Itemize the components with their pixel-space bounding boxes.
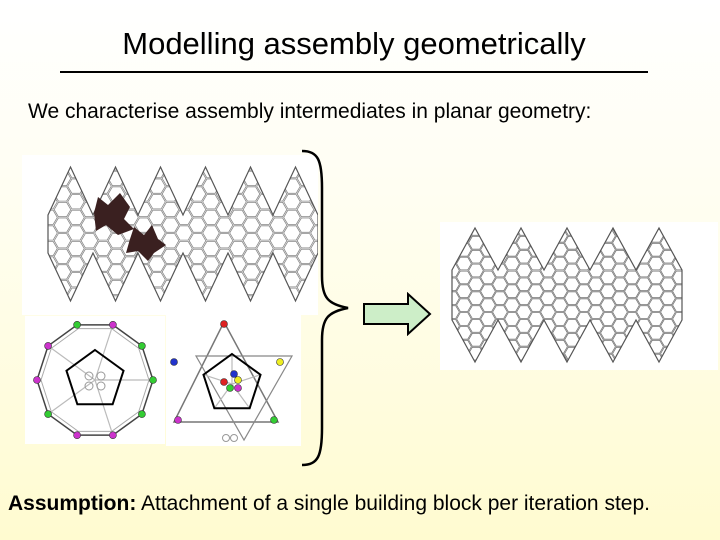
central-pentagon (65, 348, 125, 406)
center-ring (230, 434, 238, 442)
center-ring (222, 434, 230, 442)
central-pentagon (202, 352, 262, 410)
center-ring (96, 371, 106, 381)
vertex-dot (234, 376, 242, 384)
vertex-dot (138, 342, 146, 350)
slide-title: Modelling assembly geometrically (122, 26, 586, 61)
vertex-dot (170, 358, 178, 366)
triangle-pentagon-diagram (166, 314, 301, 446)
spoke-line (47, 379, 96, 415)
vertex-dot (234, 384, 242, 392)
right-curly-brace-icon (301, 149, 349, 467)
spoke-line (94, 324, 114, 381)
vertex-dot (109, 321, 117, 329)
vertex-dot (230, 370, 238, 378)
partial-net-drawing (47, 165, 318, 303)
attached-block (126, 225, 166, 261)
hex-tiling (452, 228, 682, 362)
pentagon-decagon-drawing (33, 321, 157, 439)
net-outline (451, 226, 683, 364)
vertex-dot (138, 410, 146, 418)
vertex-dot (44, 342, 52, 350)
vertex-dot (33, 376, 41, 384)
vertex-dot (220, 378, 228, 386)
vertex-dot (109, 431, 117, 439)
assumption-text: Attachment of a single building block pe… (136, 492, 650, 515)
vertex-dot (226, 384, 234, 392)
vertex-dot (73, 321, 81, 329)
triangle-pentagon-drawing (170, 320, 294, 442)
decagon-inner (40, 328, 150, 432)
pentagon-decagon-diagram (25, 316, 165, 444)
attached-block (94, 193, 134, 235)
slide-subtitle: We characterise assembly intermediates i… (28, 100, 592, 123)
outer-triangle (172, 320, 280, 423)
vertex-dot (220, 320, 228, 328)
vertex-dot (276, 358, 284, 366)
net-outline (47, 165, 318, 303)
title-underline (60, 71, 648, 73)
vertex-dot (149, 376, 157, 384)
complete-net-drawing (451, 226, 683, 364)
inner-triangle (194, 355, 294, 442)
center-ring (96, 381, 106, 391)
vertex-dot (174, 416, 182, 424)
center-ring (84, 371, 94, 381)
assumption-label: Assumption: (8, 492, 137, 515)
vertex-dot (73, 431, 81, 439)
vertex-dot (270, 416, 278, 424)
right-arrow-icon (363, 292, 432, 336)
vertex-dot (44, 410, 52, 418)
partial-net-figure (22, 155, 318, 315)
spoke-line (47, 345, 96, 381)
assumption-line: Assumption: Attachment of a single build… (8, 492, 650, 516)
complete-net-figure (440, 222, 718, 370)
center-ring (84, 381, 94, 391)
